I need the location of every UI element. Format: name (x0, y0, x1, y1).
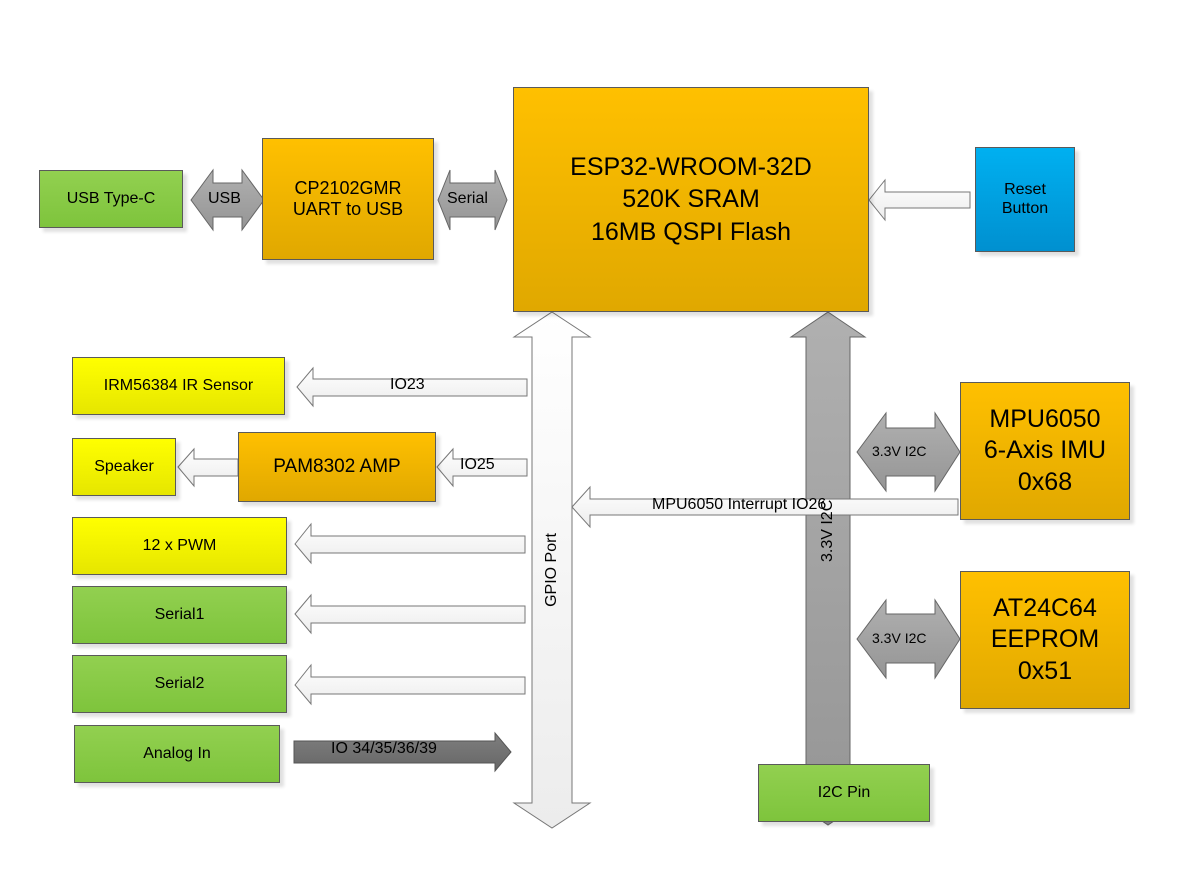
cp2102-desc: UART to USB (292, 199, 404, 219)
mpu6050-name: MPU6050 (989, 405, 1101, 434)
io23-arrow (296, 366, 528, 408)
mpu6050-address: 0x68 (1017, 467, 1073, 496)
analog-pins-label: IO 34/35/36/39 (331, 740, 437, 757)
esp32-block: ESP32-WROOM-32D 520K SRAM 16MB QSPI Flas… (513, 87, 869, 312)
i2c-pin-block: I2C Pin (758, 764, 930, 822)
serial1-label: Serial1 (154, 605, 205, 623)
amp-block: PAM8302 AMP (238, 432, 436, 502)
io25-label: IO25 (460, 456, 495, 473)
io23-label: IO23 (390, 376, 425, 393)
ir-sensor-block: IRM56384 IR Sensor (72, 357, 285, 415)
pwm-label: 12 x PWM (142, 536, 217, 554)
mpu-i2c-label: 3.3V I2C (872, 443, 927, 459)
mpu-interrupt-arrow (571, 485, 959, 529)
i2c-pin-label: I2C Pin (817, 783, 871, 801)
serial1-block: Serial1 (72, 586, 287, 644)
eeprom-desc: EEPROM (990, 625, 1100, 654)
i2c-bus-arrow (789, 311, 867, 826)
gpio-port-arrow (512, 311, 592, 829)
analog-in-label: Analog In (143, 744, 211, 762)
mpu6050-block: MPU6050 6-Axis IMU 0x68 (960, 382, 1130, 520)
amp-label: PAM8302 AMP (273, 455, 401, 477)
speaker-label: Speaker (94, 457, 154, 475)
speaker-block: Speaker (72, 438, 176, 496)
serial1-arrow (294, 593, 526, 635)
eeprom-block: AT24C64 EEPROM 0x51 (960, 571, 1130, 709)
i2c-bus-label: 3.3V I2C (819, 499, 836, 562)
analog-in-arrow (293, 731, 512, 773)
eeprom-name: AT24C64 (993, 594, 1097, 623)
mpu6050-desc: 6-Axis IMU (983, 436, 1107, 465)
pwm-block: 12 x PWM (72, 517, 287, 575)
esp32-sram: 520K SRAM (622, 185, 760, 214)
usb-type-c-block: USB Type-C (39, 170, 183, 228)
reset-arrow (868, 178, 971, 222)
eeprom-address: 0x51 (1017, 656, 1073, 685)
serial2-label: Serial2 (154, 674, 205, 692)
serial-double-arrow (437, 169, 508, 231)
mpu-interrupt-label: MPU6050 Interrupt IO26 (652, 496, 827, 513)
cp2102-name: CP2102GMR (294, 177, 402, 198)
serial-connection-label: Serial (447, 190, 488, 207)
esp32-module: ESP32-WROOM-32D (570, 152, 812, 181)
esp32-flash: 16MB QSPI Flash (590, 217, 792, 246)
gpio-port-label: GPIO Port (543, 533, 560, 607)
pwm-arrow (294, 522, 526, 565)
ir-sensor-label: IRM56384 IR Sensor (103, 376, 254, 394)
cp2102-block: CP2102GMR UART to USB (262, 138, 434, 260)
eeprom-i2c-label: 3.3V I2C (872, 630, 927, 646)
usb-type-c-label: USB Type-C (66, 189, 156, 207)
amp-to-speaker-arrow (177, 447, 239, 488)
serial2-block: Serial2 (72, 655, 287, 713)
reset-button-block: Reset Button (975, 147, 1075, 252)
reset-button-line2: Button (1001, 199, 1049, 217)
io25-arrow (436, 447, 528, 488)
analog-in-block: Analog In (74, 725, 280, 783)
serial2-arrow (294, 663, 526, 706)
usb-connection-label: USB (208, 190, 241, 207)
reset-button-line1: Reset (1004, 180, 1046, 198)
